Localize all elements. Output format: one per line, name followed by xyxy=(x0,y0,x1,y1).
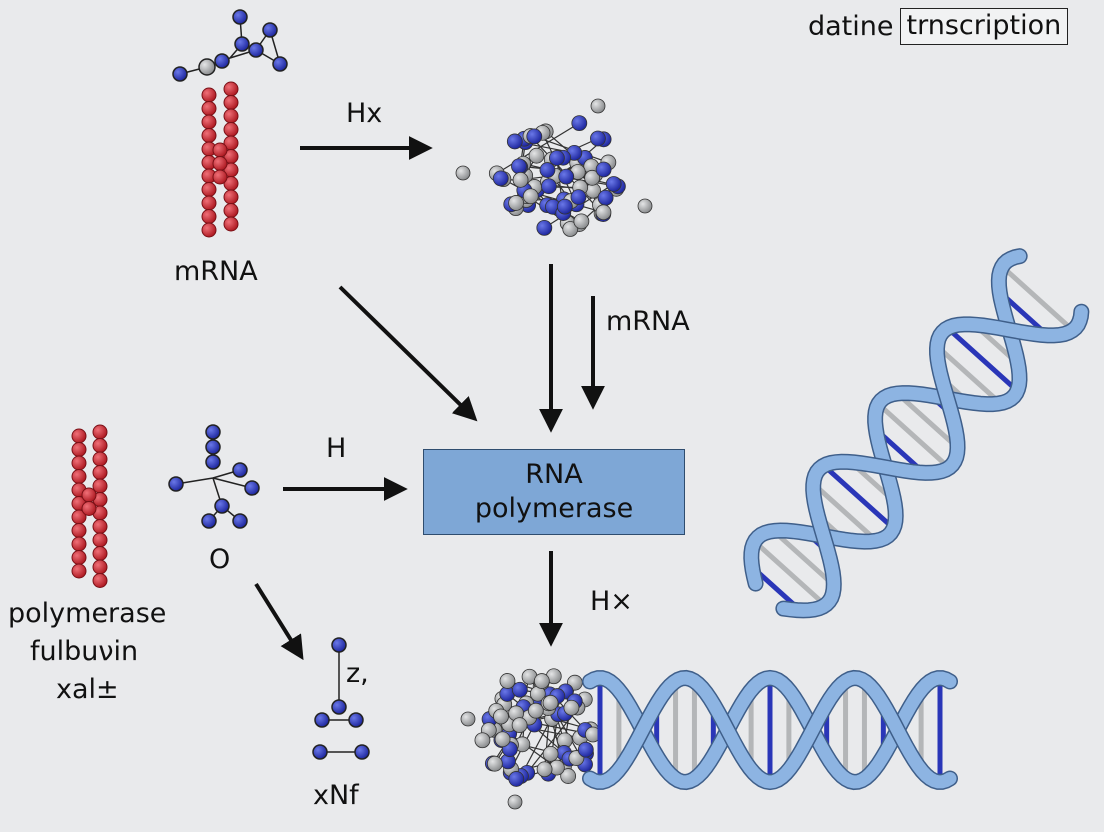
arrows xyxy=(254,136,605,661)
mrna-strand-top xyxy=(201,81,239,238)
protein-cluster-top xyxy=(455,98,653,237)
legend: datine trnscription xyxy=(808,8,1069,45)
legend-boxed-label: trnscription xyxy=(899,8,1069,45)
label-hx-top: Hx xyxy=(346,98,383,129)
label-o: O xyxy=(209,544,231,575)
rna-polymerase-line-1: RNA xyxy=(525,459,583,491)
rna-polymerase-line-2: polymerase xyxy=(474,493,634,524)
label-xnf: xNf xyxy=(313,780,359,811)
label-hx-lower: H⨯ xyxy=(590,586,633,617)
rna-polymerase-box: RNA polymerase xyxy=(423,449,685,535)
protein-cluster-bottom xyxy=(460,668,601,810)
label-mrna-mid: mRNA xyxy=(606,306,690,337)
dna-helix-horizontal xyxy=(582,669,958,791)
label-polymerase-2: fulbuνin xyxy=(30,636,139,667)
polymerase-strand-left xyxy=(71,424,108,588)
small-molecule-bottom xyxy=(312,637,370,760)
label-polymerase-3: xal± xyxy=(56,674,119,705)
small-molecule-top xyxy=(172,9,288,82)
label-h-mid: H xyxy=(326,433,347,464)
small-molecule-middle xyxy=(168,424,260,529)
arrow-diagonal xyxy=(338,285,478,422)
arrow-to-xnf xyxy=(254,582,304,661)
label-polymerase-1: polymerase xyxy=(8,598,167,629)
legend-prefix: datine xyxy=(808,11,894,42)
dna-helix-vertical xyxy=(743,248,1090,619)
label-mrna-top: mRNA xyxy=(174,256,258,287)
label-z: z, xyxy=(346,658,369,689)
